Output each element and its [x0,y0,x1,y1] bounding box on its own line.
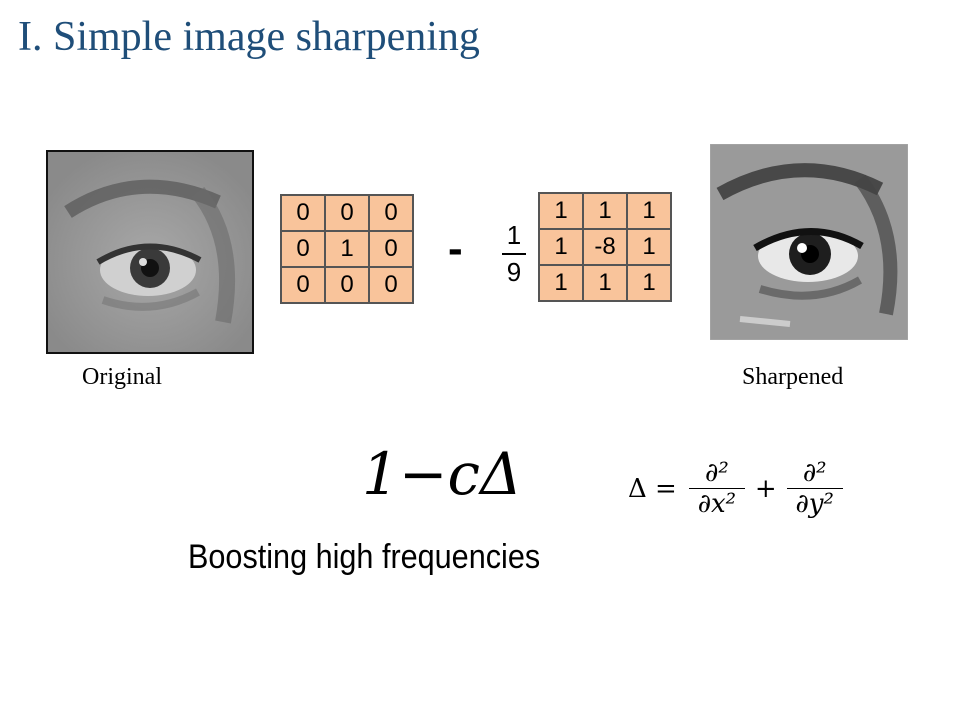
fraction-numerator: 1 [506,220,522,250]
kernel-cell: 1 [582,264,628,302]
kernel-cell: 1 [538,228,584,266]
boosting-tagline: Boosting high frequencies [188,538,541,576]
kernel-cell: 0 [280,230,326,268]
kernel-cell: 0 [368,230,414,268]
fraction-denominator: 9 [506,257,522,287]
one-ninth-fraction: 1 9 [502,220,526,288]
kernel-cell: 0 [280,194,326,232]
kernel-cell: 1 [538,192,584,230]
kernel-cell: 1 [582,192,628,230]
term-y-bar [786,488,843,489]
sharpened-caption: Sharpened [742,364,844,390]
term-x-bar [688,488,745,489]
kernel-cell: 1 [538,264,584,302]
laplace-term-x: ∂² ∂x² [688,458,745,519]
minus-operator: - [448,224,463,273]
kernel-cell: 0 [368,194,414,232]
fraction-bar [502,253,526,255]
slide-title: I. Simple image sharpening [18,14,480,60]
original-eye-image [46,150,254,354]
kernel-cell: -8 [582,228,628,266]
kernel-cell: 1 [626,264,672,302]
kernel-cell: 0 [280,266,326,304]
laplace-lhs: Δ = [628,473,677,504]
laplacian-kernel: 1 1 1 1 -8 1 1 1 1 [538,192,672,302]
term-y-numerator: ∂² [802,458,827,488]
kernel-cell: 1 [626,228,672,266]
sharpened-eye-image [710,144,908,340]
original-caption: Original [82,364,162,390]
laplace-plus: + [754,473,777,504]
term-x-numerator: ∂² [704,458,729,488]
identity-kernel: 0 0 0 0 1 0 0 0 0 [280,194,414,304]
kernel-cell: 1 [324,230,370,268]
laplace-term-y: ∂² ∂y² [786,458,843,519]
laplace-operator-formula: Δ = ∂² ∂x² + ∂² ∂y² [628,458,849,519]
sharpening-formula: 1−cΔ [362,440,522,508]
kernel-cell: 0 [324,266,370,304]
kernel-cell: 0 [368,266,414,304]
term-x-denominator: ∂x² [697,489,737,519]
kernel-cell: 1 [626,192,672,230]
kernel-cell: 0 [324,194,370,232]
term-y-denominator: ∂y² [795,489,834,519]
